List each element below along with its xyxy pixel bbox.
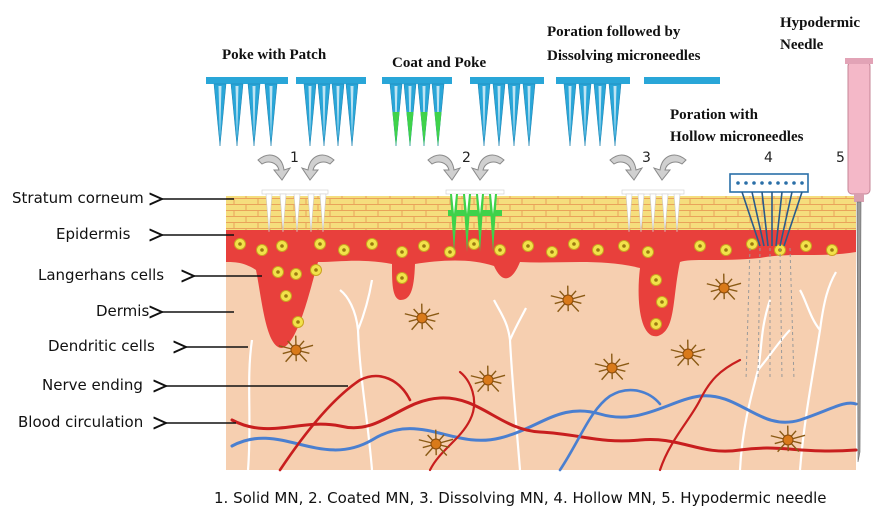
label-dermis: Dermis (96, 302, 149, 320)
microneedle-patches (206, 77, 720, 146)
label-dendritic-cells: Dendritic cells (48, 337, 155, 355)
method-number-3: 3 (642, 150, 651, 166)
microneedle-patch (296, 77, 366, 146)
microneedle-patch (382, 77, 452, 146)
method-title-hollow: Poration with Hollow microneedles (670, 104, 803, 148)
microneedle-patch (556, 77, 630, 146)
method-number-1: 1 (290, 150, 299, 166)
method-number-4: 4 (764, 150, 773, 166)
label-nerve-ending: Nerve ending (42, 376, 143, 394)
curved-arrow-icon (654, 155, 686, 180)
method-title-coat-and-poke: Coat and Poke (392, 54, 486, 72)
curved-arrow-icon (258, 155, 290, 180)
label-epidermis: Epidermis (56, 225, 130, 243)
curved-arrow-icon (302, 155, 334, 180)
label-langerhans-cells: Langerhans cells (38, 266, 164, 284)
method-title-dissolving: Poration followed by Dissolving micronee… (547, 20, 700, 68)
curved-arrow-icon (428, 155, 460, 180)
label-blood-circulation: Blood circulation (18, 413, 143, 431)
curved-arrow-icon (610, 155, 642, 180)
microneedle-patch (644, 77, 720, 84)
microneedle-patch (470, 77, 544, 146)
method-title-poke-with-patch: Poke with Patch (222, 46, 326, 64)
method-title-hypodermic: Hypodermic Needle (780, 12, 860, 56)
figure-caption: 1. Solid MN, 2. Coated MN, 3. Dissolving… (214, 489, 826, 507)
curved-arrow-icon (472, 155, 504, 180)
method-number-2: 2 (462, 150, 471, 166)
process-arrows (258, 155, 686, 180)
method-number-5: 5 (836, 150, 845, 166)
microneedle-patch (206, 77, 288, 146)
label-stratum-corneum: Stratum corneum (12, 189, 144, 207)
